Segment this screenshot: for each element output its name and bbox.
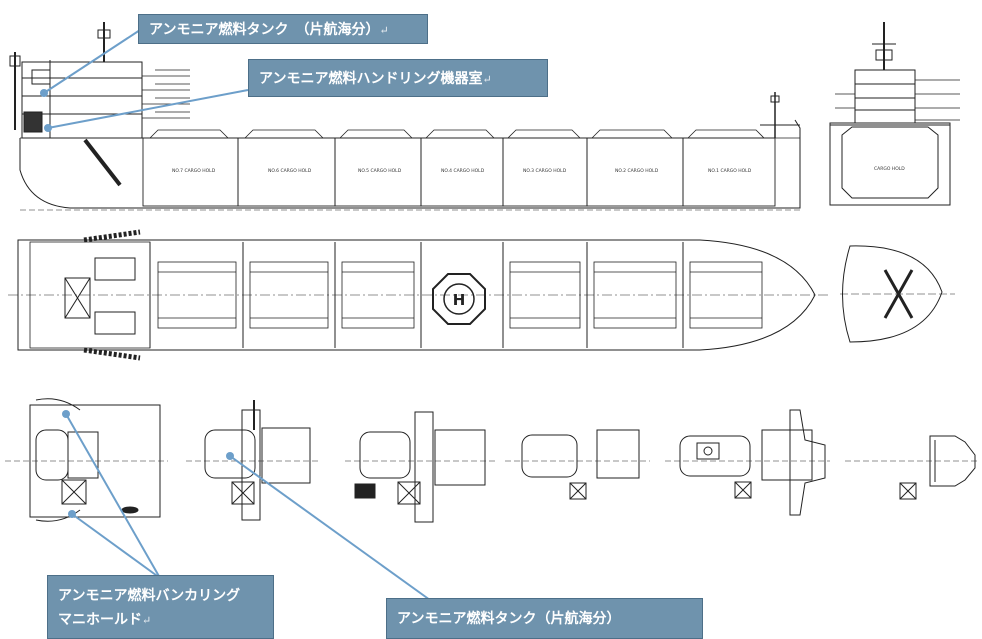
ship-section-view: [829, 22, 960, 206]
deck-plan-b: [186, 400, 320, 521]
callout-handling-room: アンモニア燃料ハンドリング機器室↵: [248, 59, 548, 97]
section-hold-label: CARGO HOLD: [874, 166, 905, 172]
callout-fuel-tank-bottom-text: アンモニア燃料タンク（片航海分）: [397, 611, 621, 627]
callout-bunkering-line1: アンモニア燃料バンカリング: [58, 588, 241, 604]
deck-plan-d: [505, 429, 650, 500]
svg-text:NO.4 CARGO HOLD: NO.4 CARGO HOLD: [441, 168, 485, 174]
helideck-h-mark: H: [453, 291, 466, 309]
callout-bunkering-line2: マニホールド: [58, 612, 142, 628]
paragraph-mark: ↵: [142, 614, 152, 627]
callout-bunkering-manifold: アンモニア燃料バンカリング マニホールド↵: [47, 575, 274, 639]
ship-profile-view: [9, 22, 801, 211]
callout-handling-room-text: アンモニア燃料ハンドリング機器室: [259, 71, 483, 87]
paragraph-mark: ↵: [482, 73, 492, 86]
deck-plan-f: [845, 435, 980, 500]
svg-text:NO.6 CARGO HOLD: NO.6 CARGO HOLD: [268, 168, 312, 174]
cargo-hold-labels: NO.7 CARGO HOLD NO.6 CARGO HOLD NO.5 CAR…: [172, 168, 752, 174]
callout-leader-lines: [43, 29, 431, 601]
ship-bow-plan-view: [840, 245, 955, 343]
callout-fuel-tank-bottom: アンモニア燃料タンク（片航海分）: [386, 598, 703, 639]
svg-text:NO.1 CARGO HOLD: NO.1 CARGO HOLD: [708, 168, 752, 174]
callout-leader-dots: [40, 89, 234, 518]
ship-plan-view: [8, 229, 830, 361]
svg-text:NO.5 CARGO HOLD: NO.5 CARGO HOLD: [358, 168, 402, 174]
callout-fuel-tank-top: アンモニア燃料タンク （片航海分）↵: [138, 14, 428, 44]
deck-plan-e: [665, 409, 830, 516]
svg-text:NO.3 CARGO HOLD: NO.3 CARGO HOLD: [523, 168, 567, 174]
deck-plan-a: [5, 398, 168, 522]
paragraph-mark: ↵: [379, 24, 389, 37]
svg-text:NO.7 CARGO HOLD: NO.7 CARGO HOLD: [172, 168, 216, 174]
callout-fuel-tank-top-text: アンモニア燃料タンク （片航海分）: [149, 22, 380, 38]
svg-text:NO.2 CARGO HOLD: NO.2 CARGO HOLD: [615, 168, 659, 174]
deck-plan-c: [345, 411, 495, 523]
